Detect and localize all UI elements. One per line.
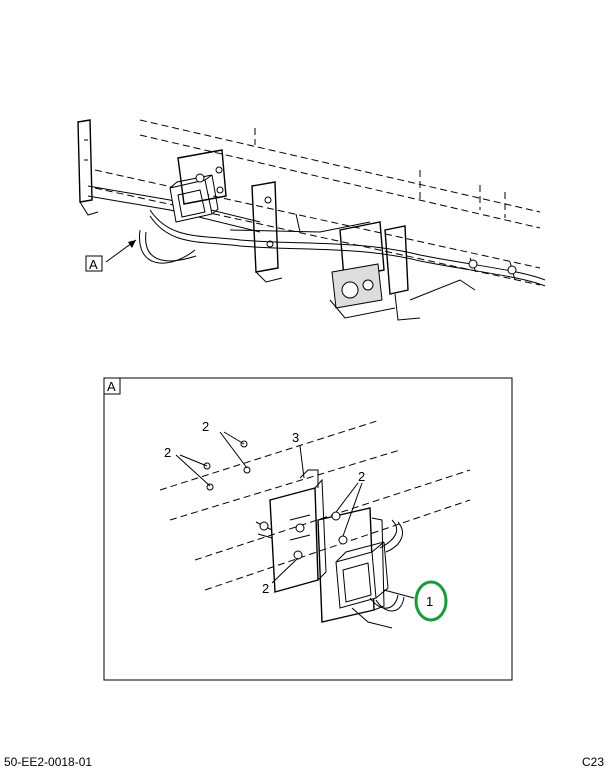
callout-2-right: 2	[358, 469, 365, 484]
callout-3: 3	[292, 430, 299, 445]
detail-a-label: A	[107, 379, 116, 394]
callout-2-top: 2	[202, 419, 209, 434]
document-id: 50-EE2-0018-01	[4, 755, 93, 769]
detail-a-frame	[103, 377, 513, 681]
view-a-label: A	[89, 257, 98, 272]
callout-2-bottom: 2	[262, 581, 269, 596]
detail-assembly	[159, 419, 471, 629]
callout-1: 1	[426, 594, 433, 609]
chassis-overview	[77, 119, 546, 321]
detail-a-label-box	[103, 377, 121, 395]
page-code: C23	[581, 755, 604, 769]
view-a-label-box	[85, 255, 103, 272]
callout-1-highlight-ring	[414, 580, 448, 622]
callout-2-left: 2	[164, 445, 171, 460]
